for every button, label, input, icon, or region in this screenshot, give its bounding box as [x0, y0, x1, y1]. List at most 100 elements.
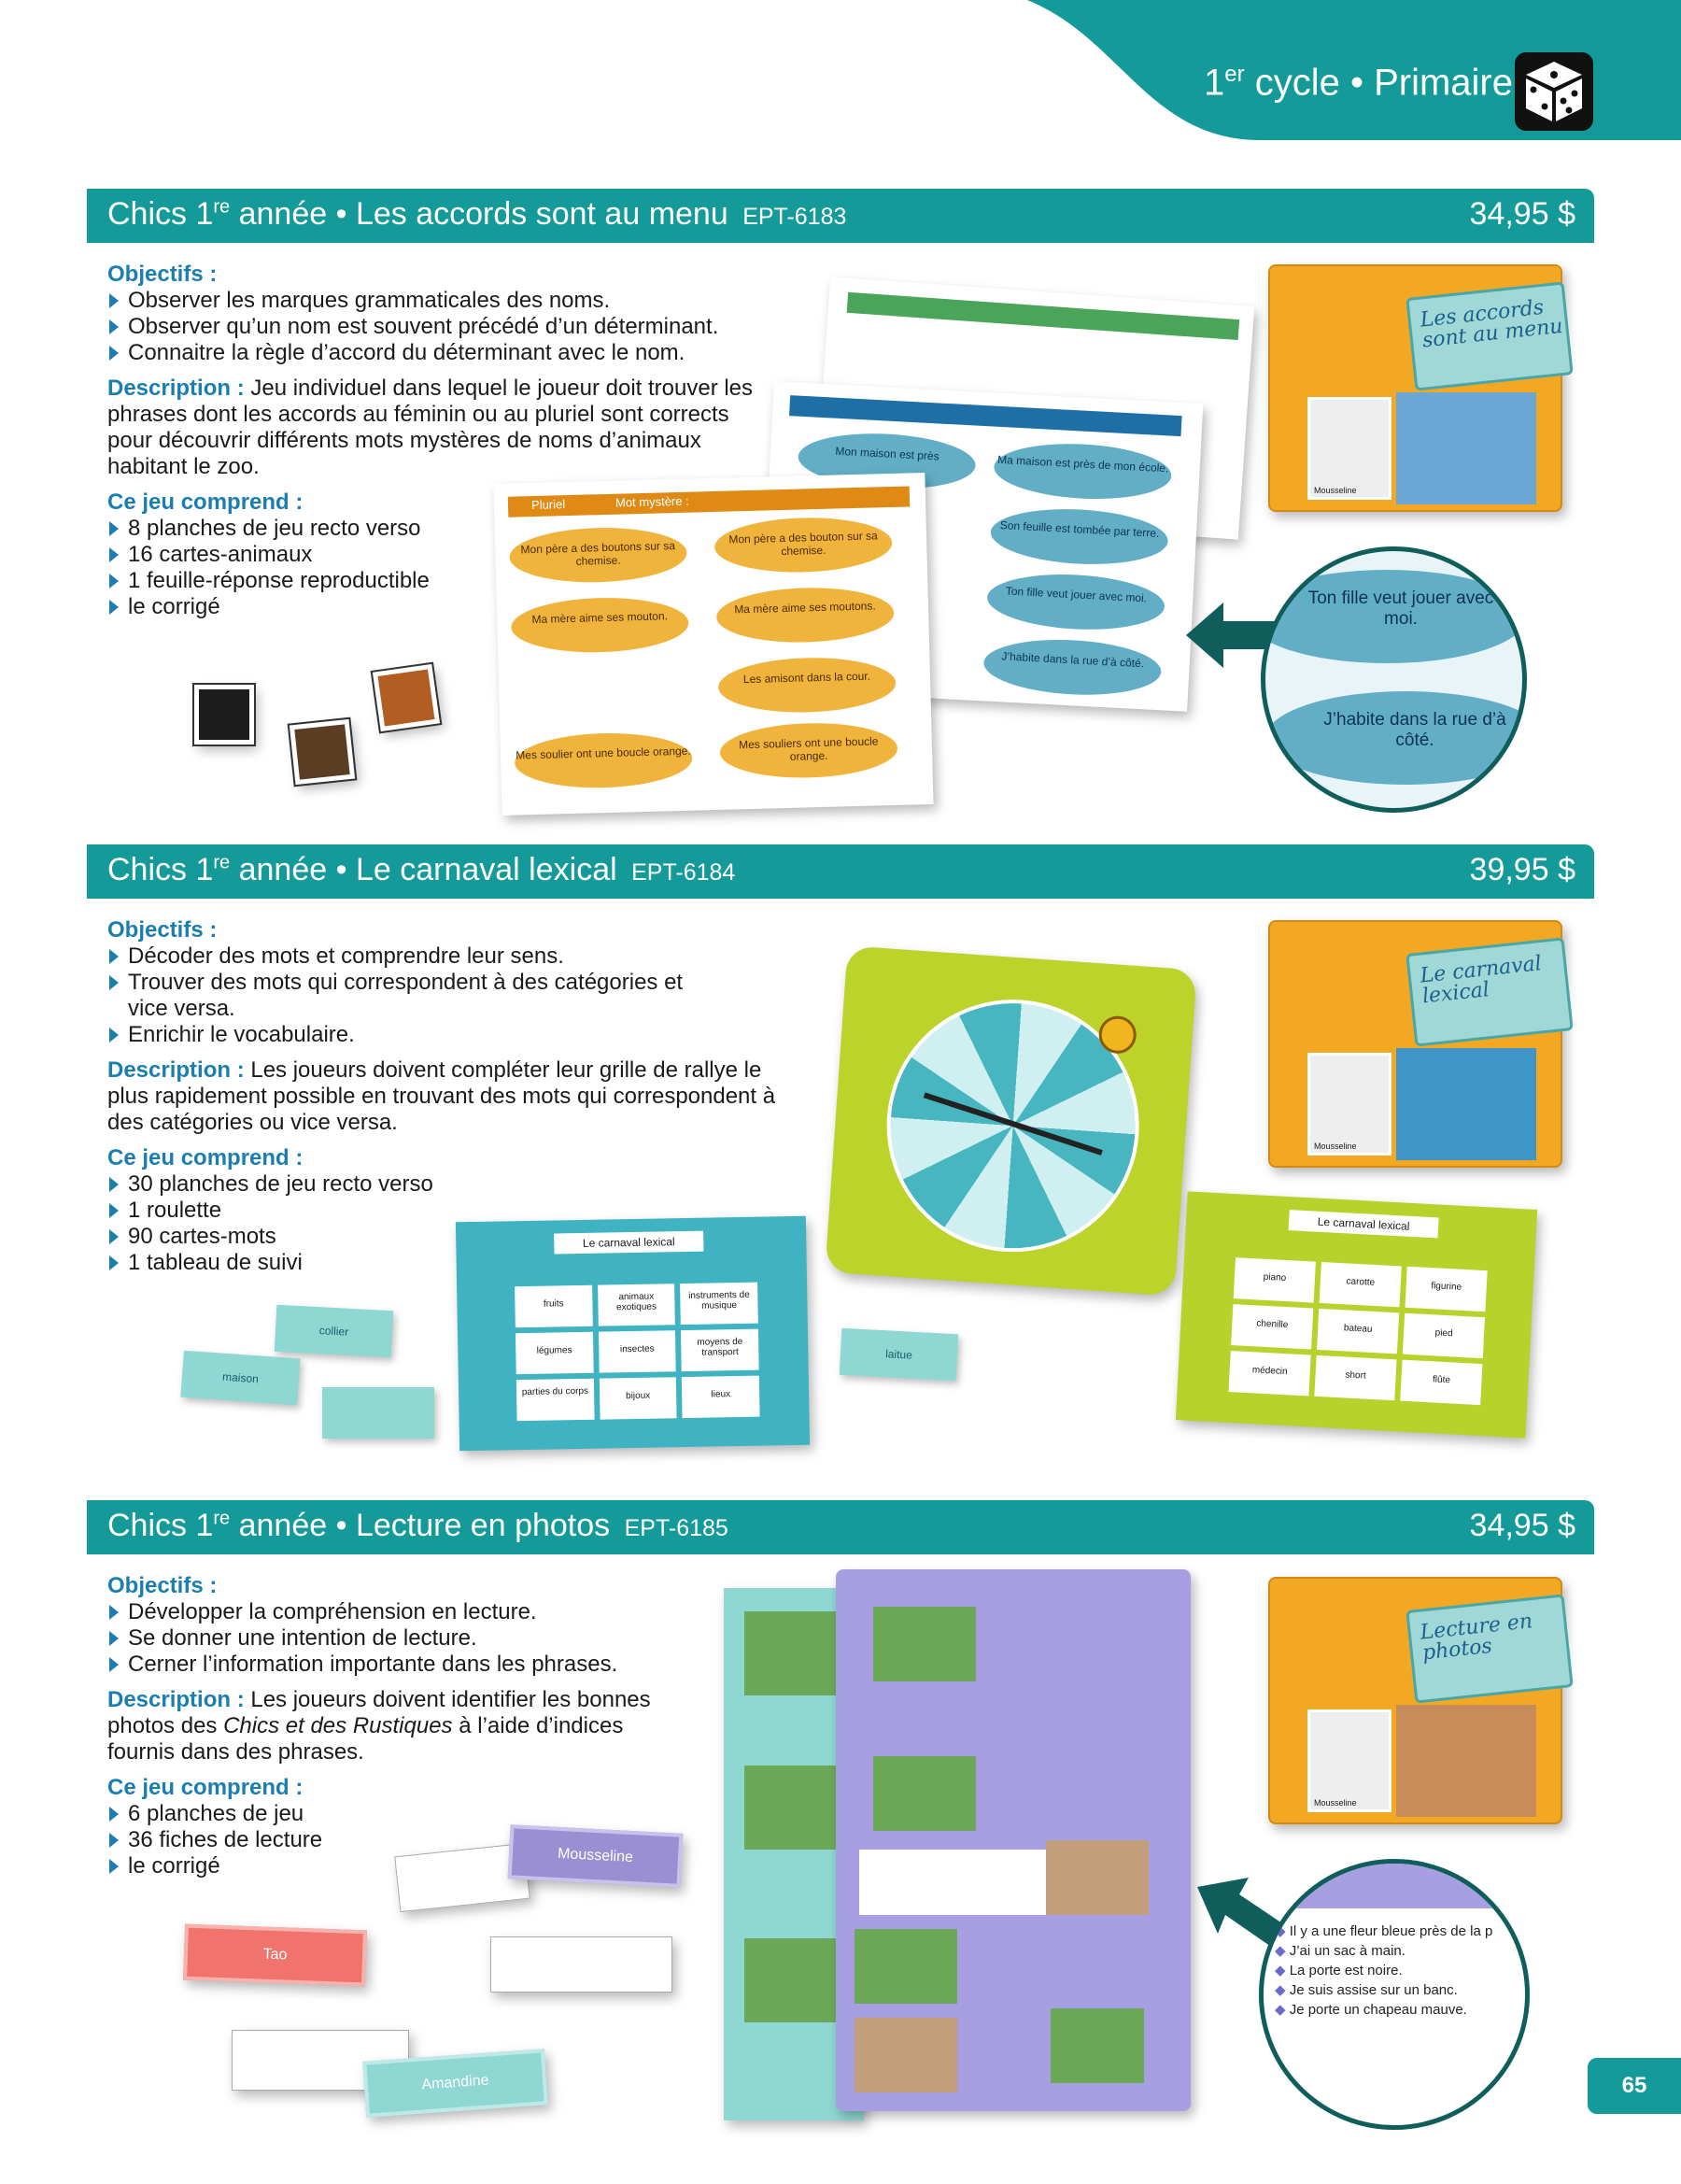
- bullet-arrow-icon: [109, 1028, 119, 1042]
- tracking-card: [322, 1387, 434, 1439]
- list-item: 30 planches de jeu recto verso: [107, 1171, 817, 1198]
- product-2-title: Chics 1re année • Le carnaval lexical EP…: [107, 852, 736, 887]
- name-card-tao: Tao: [183, 1923, 367, 1987]
- fish-card: J’habite dans la rue d’à côté.: [982, 635, 1163, 700]
- grid-cell: lieux: [682, 1375, 760, 1419]
- zoom-line: ◆ Je suis assise sur un banc.: [1275, 1982, 1458, 1998]
- objectives-label: Objectifs :: [107, 262, 218, 287]
- bullet-arrow-icon: [109, 1177, 119, 1192]
- bullet-arrow-icon: [109, 1255, 119, 1270]
- word-card: collier: [274, 1304, 394, 1358]
- objectives-list: Observer les marques grammaticales des n…: [107, 288, 761, 366]
- photo-thumb: [1046, 1840, 1149, 1915]
- animal-card-bird: [192, 683, 256, 746]
- objectives-list: Décoder des mots et comprendre leur sens…: [107, 943, 817, 1048]
- grid-cell: bateau: [1316, 1308, 1400, 1354]
- arrow-up-left-icon: [1197, 1878, 1291, 1950]
- bullet-arrow-icon: [109, 1657, 119, 1672]
- product-1-code: EPT-6183: [742, 204, 847, 230]
- grid-cell: légumes: [515, 1331, 594, 1375]
- product-1-text: Objectifs : Observer les marques grammat…: [107, 262, 761, 620]
- objectives-list: Développer la compréhension en lecture. …: [107, 1599, 686, 1678]
- fish-card: Mes souliers ont une boucle orange.: [719, 720, 898, 780]
- contents-list: 30 planches de jeu recto verso 1 roulett…: [107, 1171, 817, 1276]
- word-card: laitue: [839, 1327, 959, 1382]
- grid-cell: moyens de transport: [681, 1328, 759, 1372]
- fish-card: Ma maison est près de mon école.: [992, 439, 1173, 503]
- fish-card: Son feuille est tombée par terre.: [989, 504, 1170, 569]
- grid-cell: chenille: [1231, 1304, 1314, 1350]
- grid-cell: piano: [1233, 1257, 1316, 1303]
- contents-label: Ce jeu comprend :: [107, 489, 304, 515]
- rally-grid-green: Le carnaval lexical piano carotte figuri…: [1175, 1191, 1538, 1439]
- product-2-price: 39,95 $: [1469, 852, 1575, 887]
- page-number: 65: [1588, 2058, 1681, 2114]
- grid-cell: insectes: [598, 1330, 677, 1373]
- product-2-header: Chics 1re année • Le carnaval lexical EP…: [87, 844, 1594, 899]
- bullet-arrow-icon: [109, 319, 119, 334]
- list-item: 36 fiches de lecture: [107, 1827, 686, 1853]
- fish-card: Les amisont dans la cour.: [717, 655, 897, 715]
- product-3-text: Objectifs : Développer la compréhension …: [107, 1573, 686, 1879]
- grid-cell: carotte: [1319, 1261, 1402, 1308]
- bullet-arrow-icon: [109, 574, 119, 589]
- list-item: Enrichir le vocabulaire.: [107, 1022, 817, 1048]
- photo-sheet-purple: [836, 1569, 1191, 2111]
- product-1-title: Chics 1re année • Les accords sont au me…: [107, 196, 847, 232]
- product-1-box: Les accords sont au menu Mousseline: [1268, 264, 1574, 512]
- bullet-arrow-icon: [109, 1605, 119, 1620]
- grid-cell: flûte: [1400, 1359, 1483, 1406]
- list-item: 1 tableau de suivi: [107, 1250, 817, 1276]
- reading-card: [490, 1936, 672, 1993]
- die-icon: [1515, 52, 1593, 131]
- grid-cell: fruits: [515, 1284, 593, 1328]
- bullet-arrow-icon: [109, 600, 119, 615]
- objectives-label: Objectifs :: [107, 1573, 218, 1598]
- photo-thumb: [1051, 2008, 1144, 2083]
- name-card-amandine: Amandine: [362, 2049, 548, 2118]
- contents-label: Ce jeu comprend :: [107, 1145, 304, 1170]
- photo-thumb: [855, 1929, 957, 2004]
- spinner-board: [825, 945, 1197, 1297]
- photo-thumb: [873, 1607, 976, 1681]
- product-2-box: Le carnaval lexical Mousseline: [1268, 920, 1574, 1168]
- contents-list: 6 planches de jeu 36 fiches de lecture l…: [107, 1801, 686, 1879]
- list-item: Trouver des mots qui correspondent à des…: [107, 970, 705, 1022]
- animal-card-tiger: [370, 661, 443, 734]
- zoom-line: ◆ J’ai un sac à main.: [1275, 1943, 1406, 1959]
- grid-cell: instruments de musique: [680, 1282, 758, 1326]
- grid-cell: parties du corps: [516, 1378, 595, 1422]
- fish-card: Mon père a des bouton sur sa chemise.: [713, 515, 893, 574]
- list-item: Décoder des mots et comprendre leur sens…: [107, 943, 817, 970]
- list-item: 1 feuille-réponse reproductible: [107, 568, 761, 594]
- photo-thumb: [873, 1756, 976, 1831]
- list-item: le corrigé: [107, 1853, 686, 1879]
- objectives-label: Objectifs :: [107, 917, 218, 943]
- bullet-arrow-icon: [109, 547, 119, 562]
- fish-card: Mes soulier ont une boucle orange.: [514, 730, 693, 790]
- fish-card: Ton fille veut jouer avec moi.: [985, 570, 1166, 634]
- product-3-code: EPT-6185: [624, 1515, 728, 1541]
- product-3-header: Chics 1re année • Lecture en photos EPT-…: [87, 1500, 1594, 1554]
- contents-list: 8 planches de jeu recto verso 16 cartes-…: [107, 516, 761, 620]
- list-item: 1 roulette: [107, 1198, 817, 1224]
- list-item: 8 planches de jeu recto verso: [107, 516, 761, 542]
- rally-grid-blue: Le carnaval lexical fruits animaux exoti…: [455, 1215, 811, 1452]
- grid-cell: animaux exotiques: [597, 1283, 676, 1326]
- cycle-label: 1er cycle • Primaire: [1204, 62, 1513, 104]
- fish-card: Mon père a des boutons sur sa chemise.: [508, 525, 688, 585]
- zoom-detail-circle: Ton fille veut jouer avec moi. J’habite …: [1261, 546, 1527, 813]
- grid-cell: figurine: [1405, 1266, 1488, 1312]
- grid-cell: médecin: [1228, 1351, 1311, 1397]
- list-item: 90 cartes-mots: [107, 1224, 817, 1250]
- fish-card: Ma mère aime ses moutons.: [715, 585, 895, 645]
- list-item: Connaitre la règle d’accord du détermina…: [107, 340, 761, 366]
- list-item: Cerner l’information importante dans les…: [107, 1652, 686, 1678]
- animal-card-lion: [287, 716, 358, 787]
- product-3-title: Chics 1re année • Lecture en photos EPT-…: [107, 1508, 728, 1543]
- bullet-arrow-icon: [109, 1203, 119, 1218]
- list-item: Développer la compréhension en lecture.: [107, 1599, 686, 1625]
- grid-cell: short: [1314, 1354, 1397, 1401]
- description: Description : Les joueurs doivent identi…: [107, 1687, 651, 1765]
- list-item: Se donner une intention de lecture.: [107, 1625, 686, 1652]
